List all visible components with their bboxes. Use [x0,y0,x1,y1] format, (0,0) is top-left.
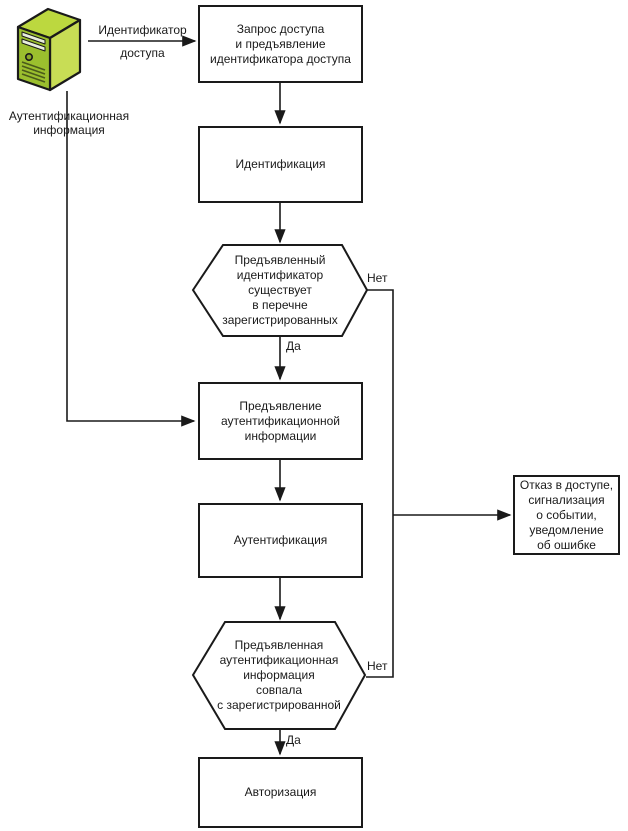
edge-auth-info [66,91,196,427]
label-no-1: Нет [367,271,388,285]
decision-identifier-exists-label: Предъявленный идентификатор существует в… [222,253,338,327]
label-auth-info: Аутентификационная информация [8,109,130,137]
label-no-2: Нет [367,659,388,673]
server-tower-icon [16,7,82,92]
label-yes-2: Да [286,733,301,747]
node-access-denial: Отказ в доступе, сигнализация о событии,… [513,475,620,555]
node-identification: Идентификация [198,126,363,203]
node-authentication: Аутентификация [198,503,363,578]
label-yes-1: Да [286,339,301,353]
decision-auth-matches-shape [191,621,367,730]
node-authorization: Авторизация [198,757,363,828]
decision-auth-matches-label: Предъявленная аутентификационная информа… [217,638,341,712]
edge-no-rail [366,289,394,678]
label-access-identifier: Идентификатор доступа [98,23,187,60]
node-access-request: Запрос доступа и предъявление идентифика… [198,5,363,83]
decision-identifier-exists-shape [191,244,369,337]
node-present-auth-info: Предъявление аутентификационной информац… [198,382,363,460]
